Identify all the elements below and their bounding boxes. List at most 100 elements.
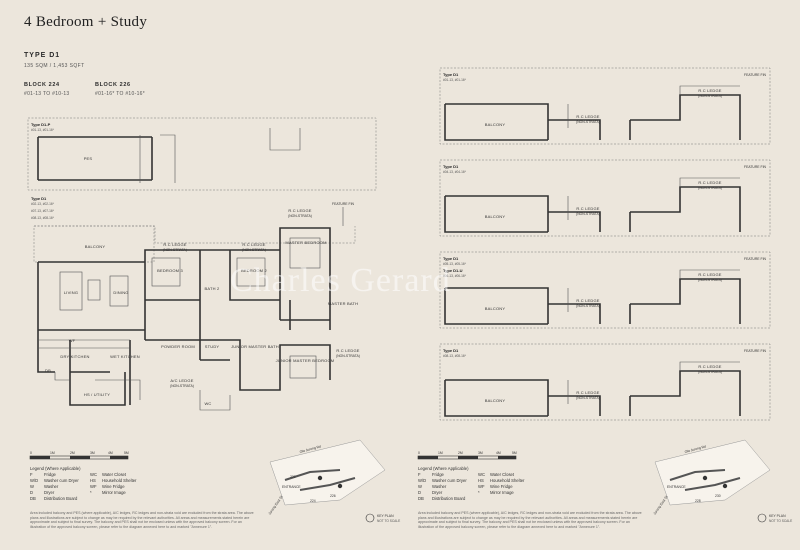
legend-desc: Washer cum Dryer	[44, 478, 79, 483]
legend-desc: Mirror Image	[102, 490, 126, 495]
dining-table-icon	[109, 275, 129, 307]
right-panel-2-walls	[444, 186, 741, 233]
legend-code: W	[30, 484, 34, 489]
right-panel-3-units2: #06-13, #06-16*	[443, 274, 467, 278]
right-panel-3-balcony: BALCONY	[485, 306, 506, 311]
block-2-units: #01-16* TO #10-16*	[95, 91, 145, 97]
scale-tick: 3M	[90, 451, 95, 455]
legend-code: W/D	[30, 478, 39, 483]
rc-ledge-label-4: R.C LEDGE	[336, 348, 359, 353]
d1-units-c: #08-13, #08-16*	[31, 216, 55, 220]
legend-code: *	[478, 490, 480, 495]
right-panel-2-thin	[567, 177, 740, 220]
master-bedroom-label: MASTER BEDROOM	[285, 240, 326, 245]
key-plan-road-2: Jurong East St	[268, 495, 284, 516]
pes-room	[37, 136, 153, 181]
scale-tick: 1M	[50, 451, 55, 455]
block-marker-icon	[702, 475, 708, 481]
right-panel-1-thin	[567, 85, 740, 128]
right-panel-1-walls	[444, 94, 741, 141]
key-plan-sub: NOT TO SCALE	[377, 519, 400, 523]
bed-icon	[289, 355, 317, 379]
key-plan-sub: NOT TO SCALE	[769, 519, 792, 523]
legend-code: HS	[478, 478, 484, 483]
balcony-label: BALCONY	[85, 244, 106, 249]
scale-tick: 4M	[108, 451, 113, 455]
key-plan-block-e: 230	[715, 494, 721, 498]
junior-master-bath-label: JUNIOR MASTER BATH	[231, 344, 279, 349]
d1-label: Type D1	[31, 196, 47, 201]
right-panel-2-balcony: BALCONY	[485, 214, 506, 219]
north-arrow-icon	[757, 513, 767, 523]
scale-tick: 0	[30, 451, 32, 455]
key-plan-block-d: 228	[695, 499, 701, 503]
balcony-outline	[33, 225, 155, 263]
key-plan-entrance: ENTRANCE	[282, 485, 301, 489]
right-panel-1-ns: (NON-STRATA)	[576, 120, 600, 124]
right-panel-3-ns: (NON-STRATA)	[576, 304, 600, 308]
d1-service-walls	[69, 339, 331, 406]
legend-code: D	[30, 490, 34, 495]
right-panel-1-units: #01-13, #01-16*	[443, 78, 467, 82]
right-panel-2	[439, 159, 771, 237]
bed-icon	[289, 237, 321, 269]
right-panel-3-type2: Type D1-U	[443, 268, 463, 273]
legend-desc: Household Shelter	[490, 478, 525, 483]
key-plan-road-2: Jurong East St	[653, 495, 669, 516]
dining-label: DINING	[113, 290, 128, 295]
key-plan-left: Ola Jurong Rd Jurong East St 224 226 222…	[268, 439, 400, 523]
right-panel-1-type: Type D1	[443, 72, 459, 77]
block-1-name: BLOCK 224	[24, 82, 60, 88]
legend-desc: Household Shelter	[102, 478, 137, 483]
study-label: STUDY	[205, 344, 220, 349]
rc-ledge-non-strata-4: (NON-STRATA)	[336, 354, 360, 358]
key-plan-entrance: ENTRANCE	[667, 485, 686, 489]
scale-tick: 5M	[512, 451, 517, 455]
right-panel-3-ns2: (NON-STRATA)	[698, 278, 722, 282]
block-marker-icon	[317, 475, 323, 481]
legend-code: W	[418, 484, 422, 489]
right-panel-2-units: #04-13, #04-16*	[443, 170, 467, 174]
rc-ledge-label-3: R.C LEDGE	[288, 208, 311, 213]
wf-label: WF	[69, 338, 76, 343]
right-panel-1-fin: FEATURE FIN	[744, 73, 767, 77]
right-panel-4-rc2: R.C LEDGE	[698, 364, 721, 369]
bed-icon	[236, 257, 266, 287]
d1-units-a: #02-13, #02-16*	[31, 202, 55, 206]
right-panel-4-rc: R.C LEDGE	[576, 390, 599, 395]
legend-desc: Washer	[44, 484, 59, 489]
scale-tick: 2M	[70, 451, 75, 455]
page-title: 4 Bedroom + Study	[24, 14, 148, 30]
right-panel-2-rc: R.C LEDGE	[576, 206, 599, 211]
right-panel-2-ns2: (NON-STRATA)	[698, 186, 722, 190]
wc-label: WC	[204, 401, 211, 406]
rc-ledge-label-1: R.C LEDGE	[163, 242, 186, 247]
legend-desc: Wine Fridge	[102, 484, 125, 489]
legend-code: W/D	[418, 478, 427, 483]
key-plan-label: KEY PLAN	[377, 514, 394, 518]
db-label: DB	[45, 368, 51, 373]
legend-desc: Dryer	[44, 490, 55, 495]
pes-label: PES	[84, 156, 93, 161]
right-panel-2-type: Type D1	[443, 164, 459, 169]
dry-kitchen-label: DRY KITCHEN	[60, 354, 89, 359]
key-plan-block-b: 226	[330, 494, 336, 498]
right-panel-3-units: #05-13, #05-16*	[443, 262, 467, 266]
powder-room-label: POWDER ROOM	[161, 344, 195, 349]
rc-ledge-non-strata-3: (NON-STRATA)	[288, 214, 312, 218]
key-plan-label: KEY PLAN	[769, 514, 786, 518]
rc-ledge-non-strata-1: (NON-STRATA)	[163, 248, 187, 252]
right-panel-2-ns: (NON-STRATA)	[576, 212, 600, 216]
legend-code: WC	[478, 472, 485, 477]
key-plan-road-1: Ola Jurong Rd	[684, 444, 706, 454]
right-panel-4-units: #08-13, #08-16*	[443, 354, 467, 358]
right-panel-4-walls	[444, 370, 741, 417]
